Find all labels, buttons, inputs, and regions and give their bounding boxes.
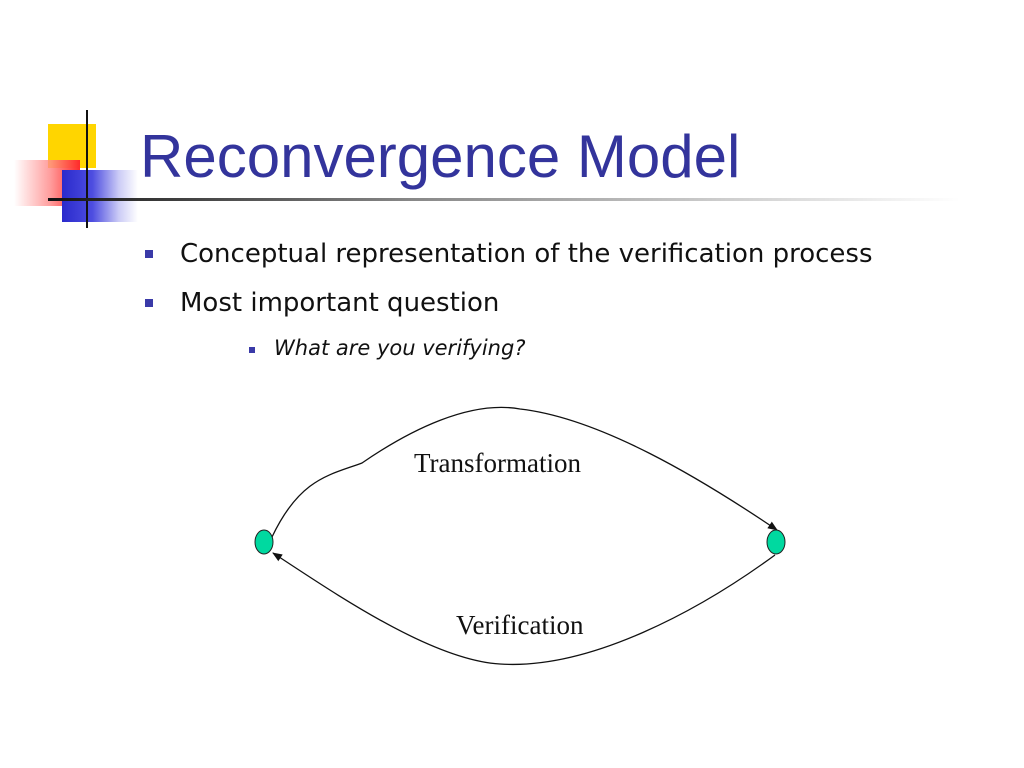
slide-title: Reconvergence Model: [140, 123, 741, 190]
bullet-item: Most important question: [180, 288, 500, 318]
source-node: [254, 529, 274, 555]
transformation-arrow: [271, 406, 778, 538]
verification-label: Verification: [456, 610, 584, 640]
bullet-square-icon: [145, 299, 153, 307]
vertical-rule: [86, 110, 88, 228]
bullet-item: Conceptual representation of the verific…: [180, 239, 873, 269]
blue-square: [62, 170, 138, 222]
sub-bullet-item: What are you verifying?: [274, 336, 526, 360]
verification-arrow: [272, 552, 776, 666]
sub-bullet-square-icon: [249, 347, 255, 353]
target-node: [766, 529, 786, 555]
corner-decoration: [0, 0, 140, 240]
bullet-square-icon: [145, 250, 153, 258]
title-underline: [48, 198, 960, 201]
transformation-label: Transformation: [414, 448, 581, 478]
